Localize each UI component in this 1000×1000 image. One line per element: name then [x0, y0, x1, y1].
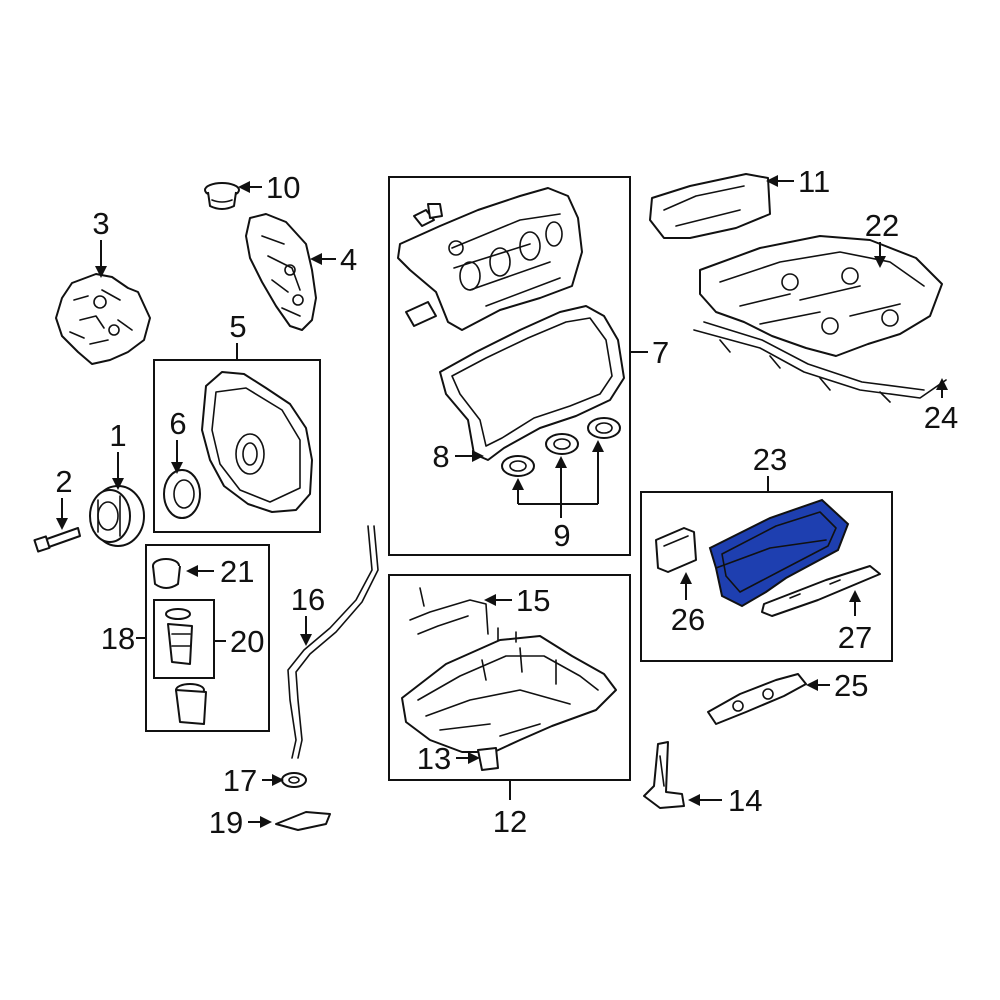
part-10-drawing[interactable]	[204, 182, 240, 210]
callout-9[interactable]: 9	[553, 518, 570, 553]
callout-10[interactable]: 10	[266, 170, 300, 205]
part-19-drawing[interactable]	[275, 811, 331, 831]
group-box-7	[388, 176, 631, 556]
part-15-drawing[interactable]	[409, 587, 517, 643]
part-20-drawing[interactable]	[165, 608, 193, 665]
callout-13[interactable]: 13	[417, 741, 451, 776]
part-24-drawing[interactable]	[693, 321, 947, 403]
leader-lines	[56, 175, 948, 828]
callout-24[interactable]: 24	[924, 400, 958, 435]
callout-25[interactable]: 25	[834, 668, 868, 703]
part-25-drawing[interactable]	[707, 673, 807, 725]
callout-27[interactable]: 27	[838, 620, 872, 655]
part-23-highlight[interactable]	[708, 498, 850, 608]
callout-14[interactable]: 14	[728, 783, 762, 818]
callout-labels: 1 2 3 4 5 6 7 8 9 10 11 12 13 14 15 16 1…	[55, 164, 958, 840]
callout-4[interactable]: 4	[340, 242, 357, 277]
part-16-drawing[interactable]	[287, 525, 379, 759]
part-22-drawing[interactable]	[699, 235, 943, 357]
part-21-drawing[interactable]	[152, 558, 181, 589]
callout-26[interactable]: 26	[671, 602, 705, 637]
callout-15[interactable]: 15	[516, 583, 550, 618]
callout-8[interactable]: 8	[432, 439, 449, 474]
part-9-drawing[interactable]	[501, 417, 621, 477]
callout-20[interactable]: 20	[230, 624, 264, 659]
part-5-drawing[interactable]	[201, 371, 313, 513]
part-18-drawing[interactable]	[175, 683, 207, 725]
part-13-drawing[interactable]	[477, 747, 499, 771]
callout-1[interactable]: 1	[109, 418, 126, 453]
part-4-drawing[interactable]	[245, 213, 317, 331]
callout-2[interactable]: 2	[55, 464, 72, 499]
part-8-drawing[interactable]	[439, 305, 625, 461]
part-3-drawing[interactable]	[55, 273, 151, 365]
callout-7[interactable]: 7	[652, 335, 669, 370]
callout-23[interactable]: 23	[753, 442, 787, 477]
part-23-drawing[interactable]	[708, 498, 850, 608]
callout-19[interactable]: 19	[209, 805, 243, 840]
part-11-drawing[interactable]	[649, 173, 771, 239]
part-1-drawing[interactable]	[89, 485, 145, 547]
part-7-drawing[interactable]	[397, 187, 583, 331]
part-2-drawing[interactable]	[33, 527, 81, 553]
part-14-drawing[interactable]	[643, 741, 685, 809]
callout-12[interactable]: 12	[493, 804, 527, 839]
part-27-drawing[interactable]	[761, 565, 881, 617]
group-box-20	[153, 599, 215, 679]
callout-18[interactable]: 18	[101, 621, 135, 656]
callout-21[interactable]: 21	[220, 554, 254, 589]
part-6-drawing[interactable]	[163, 469, 201, 519]
part-26-drawing[interactable]	[655, 527, 697, 573]
callout-11[interactable]: 11	[798, 164, 830, 199]
part-17-drawing[interactable]	[281, 772, 307, 788]
callout-6[interactable]: 6	[169, 406, 186, 441]
callout-16[interactable]: 16	[291, 582, 325, 617]
callout-17[interactable]: 17	[223, 763, 257, 798]
part-12-drawing[interactable]	[401, 635, 617, 753]
group-box-23	[640, 491, 893, 662]
callout-3[interactable]: 3	[92, 206, 109, 241]
callout-5[interactable]: 5	[229, 309, 246, 344]
callout-22[interactable]: 22	[865, 208, 899, 243]
